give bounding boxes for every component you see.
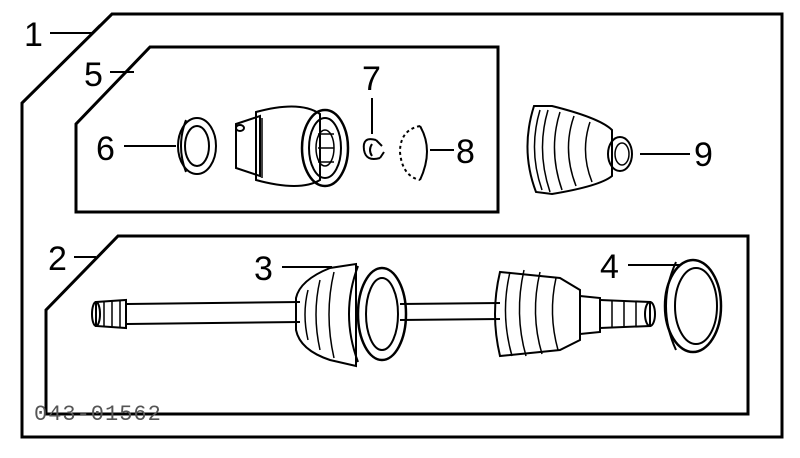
- callout-label-1: 1: [24, 16, 43, 54]
- callout-4: 4: [600, 248, 680, 286]
- outer-cv-joint: [494, 269, 656, 358]
- callout-7: 7: [362, 60, 381, 134]
- subassembly-frame-5: [74, 45, 500, 214]
- callout-label-4: 4: [600, 248, 619, 286]
- callout-label-8: 8: [456, 133, 475, 171]
- part-3-boot: [295, 262, 408, 368]
- callout-9: 9: [640, 136, 713, 174]
- part-8-disc: [398, 125, 428, 181]
- assembly-frame-1: [20, 12, 784, 439]
- callout-1: 1: [24, 16, 101, 54]
- callout-3: 3: [254, 250, 332, 288]
- part-code: 043-01562: [34, 402, 162, 427]
- subassembly-frame-2: [44, 234, 750, 416]
- part-6-ring: [177, 117, 217, 175]
- callout-label-2: 2: [48, 240, 67, 278]
- part-2-driveshaft: [91, 298, 501, 330]
- callout-6: 6: [96, 130, 176, 168]
- part-7-circlip: [362, 138, 385, 160]
- part-9-boot: [526, 105, 633, 196]
- callout-label-6: 6: [96, 130, 115, 168]
- callout-label-9: 9: [694, 136, 713, 174]
- callout-5: 5: [84, 56, 134, 94]
- part-5-cv-housing: [235, 105, 350, 188]
- callout-2: 2: [48, 240, 96, 278]
- callout-label-7: 7: [362, 60, 381, 98]
- callout-8: 8: [430, 133, 475, 171]
- callout-label-3: 3: [254, 250, 273, 288]
- callout-label-5: 5: [84, 56, 103, 94]
- part-4-ring: [663, 258, 723, 354]
